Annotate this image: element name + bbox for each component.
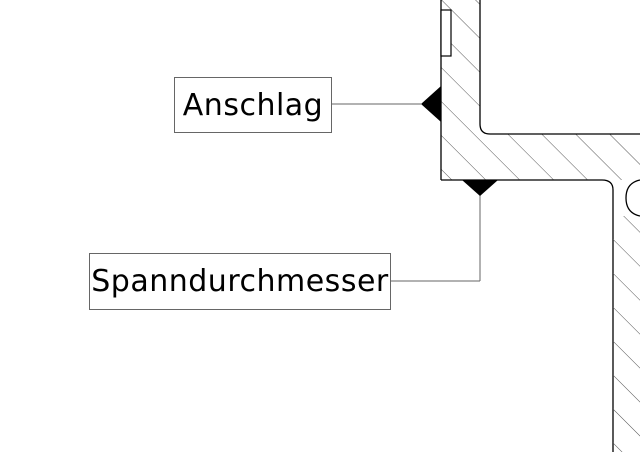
wall-hatch-area (613, 216, 640, 452)
label-stop-text: Anschlag (182, 87, 324, 123)
leader-lines (332, 103, 481, 282)
label-stop: Anschlag (174, 77, 332, 133)
groove-detail (440, 9, 452, 57)
section-hatch-area (441, 0, 640, 180)
diameter-marker-icon (462, 180, 498, 196)
stop-marker-icon (421, 86, 441, 122)
label-clamping-diameter: Spanndurchmesser (89, 253, 391, 310)
label-clamping-diameter-text: Spanndurchmesser (91, 264, 389, 299)
